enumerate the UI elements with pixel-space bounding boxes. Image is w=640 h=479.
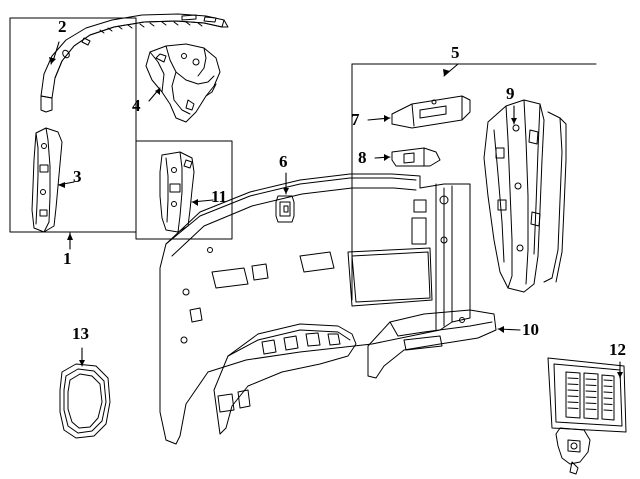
callout-4[interactable]: 4 (132, 96, 141, 115)
part-2-pillar-rail (40, 13, 229, 113)
part-3-pillar-lower (31, 127, 63, 233)
callout-1[interactable]: 1 (63, 249, 72, 268)
part-10-lower-sill-panel (367, 309, 497, 379)
part-4-gusset-bracket (145, 43, 221, 123)
part-7-rail-strip (391, 95, 471, 129)
arrow-2 (49, 57, 56, 64)
arrow-5 (443, 69, 450, 76)
callout-3[interactable]: 3 (73, 167, 82, 186)
callout-arrowheads (49, 57, 623, 378)
arrow-8 (384, 154, 390, 161)
arrow-13 (79, 360, 85, 366)
arrow-11 (192, 199, 198, 206)
arrow-10 (498, 326, 504, 333)
callout-8[interactable]: 8 (358, 148, 367, 167)
part-12-louver-panel (547, 357, 627, 475)
arrow-12 (617, 372, 623, 378)
part-6-clip (275, 195, 295, 223)
part-9-rear-pillar (483, 99, 567, 293)
arrow-7 (384, 115, 390, 122)
arrow-1 (67, 233, 73, 240)
callout-10[interactable]: 10 (522, 320, 539, 339)
callout-2[interactable]: 2 (58, 17, 67, 36)
callout-11[interactable]: 11 (211, 187, 228, 206)
callout-6[interactable]: 6 (279, 152, 288, 171)
arrow-4 (155, 88, 160, 95)
part-8-small-bracket (391, 147, 441, 167)
arrow-3 (58, 182, 65, 188)
arrow-9 (511, 118, 517, 124)
part-13-oval-grommet (59, 363, 111, 439)
part-1-group-box (9, 17, 137, 233)
callout-7[interactable]: 7 (351, 110, 360, 129)
callout-5[interactable]: 5 (451, 43, 460, 62)
callout-12[interactable]: 12 (609, 340, 626, 359)
callout-9[interactable]: 9 (506, 84, 515, 103)
callout-13[interactable]: 13 (72, 324, 89, 343)
part-5-quarter-inner-panel (159, 173, 471, 445)
arrow-6 (283, 188, 289, 194)
